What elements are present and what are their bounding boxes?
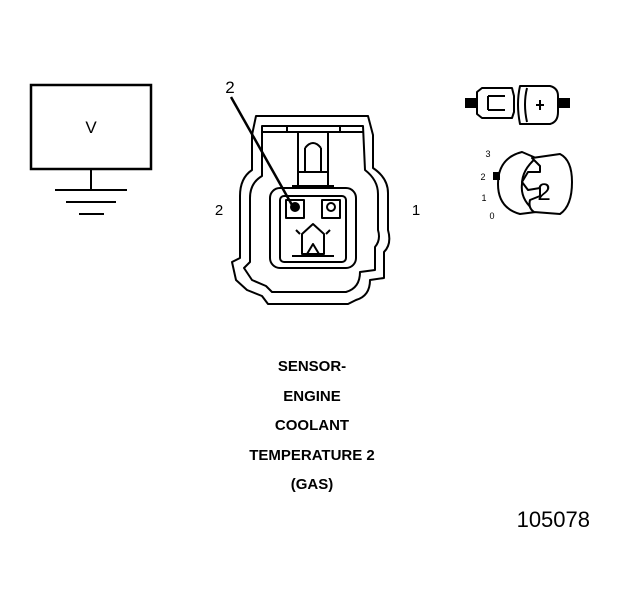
caption-line: COOLANT [274,417,350,434]
connector-inner-housing [243,125,380,293]
terminal-1 [321,199,341,219]
connector-right-label: 1 [412,202,420,219]
terminal-cavity-frame [269,187,357,269]
voltmeter-symbol [29,83,153,215]
caption-line: ENGINE [283,387,341,405]
dial-scale-2: 2 [480,172,485,182]
voltmeter-label: V [85,118,97,137]
selector-dial-icon [493,151,573,215]
dial-scale-0: 0 [489,211,494,221]
figure-number: 105078 [516,507,590,532]
pointer-label: 2 [225,78,234,97]
connector-left-label: 2 [215,202,223,219]
dial-scale-3: 3 [485,149,490,159]
connector-outer-housing [231,115,391,305]
terminal-2-pointer [229,96,294,206]
terminal-2 [285,199,305,219]
dial-scale-1: 1 [481,193,486,203]
sensor-connector [231,115,391,305]
diagram-caption: SENSOR- ENGINE COOLANT TEMPERATURE 2 (GA… [192,352,432,500]
caption-line: SENSOR- [277,358,347,375]
caption-line: TEMPERATURE 2 [249,446,375,464]
locking-latch [297,131,329,187]
dial-setting-label: 2 [537,179,550,206]
caption-line: (GAS) [290,476,334,493]
probe-assembly-icon [465,85,570,125]
connector-key [301,223,325,255]
